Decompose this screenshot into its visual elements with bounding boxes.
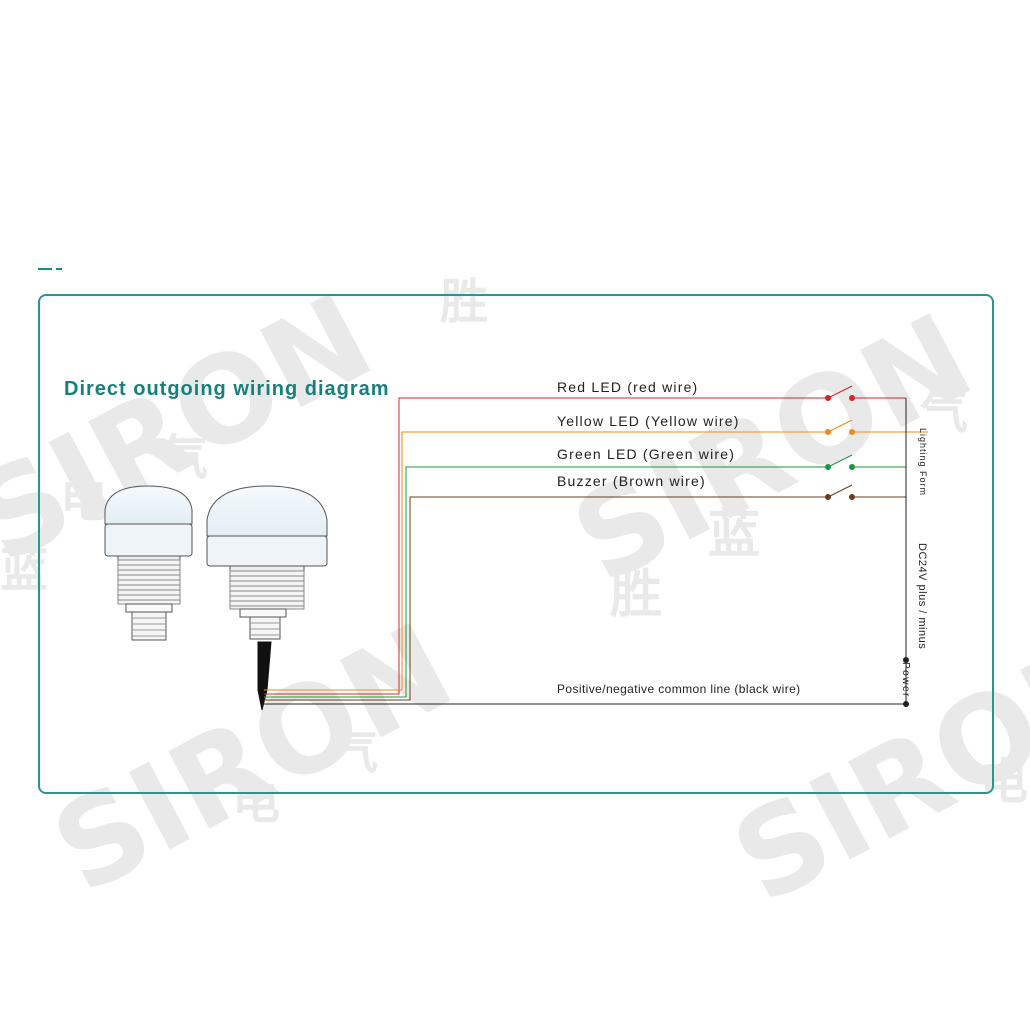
small-signal-light	[104, 485, 193, 641]
small-thread	[117, 559, 181, 605]
dc24v-label: DC24V plus / minus	[916, 543, 928, 650]
red-wire	[264, 397, 826, 695]
large-signal-light	[206, 485, 328, 640]
brown-wire	[264, 496, 826, 701]
common-line-label: Positive/negative common line (black wir…	[557, 682, 801, 696]
yellow-wire	[264, 431, 826, 691]
switch-brown	[825, 484, 855, 500]
switch-green	[825, 454, 855, 470]
switch-yellow	[825, 419, 855, 435]
wire-label-red: Red LED (red wire)	[557, 379, 699, 395]
wire-label-brown: Buzzer (Brown wire)	[557, 473, 706, 489]
wire-group	[262, 397, 928, 705]
wire-label-yellow: Yellow LED (Yellow wire)	[557, 413, 740, 429]
switch-red	[825, 385, 855, 401]
wire-label-green: Green LED (Green wire)	[557, 446, 736, 462]
header-dash	[38, 268, 64, 270]
power-terminal-top	[903, 657, 909, 663]
lighting-form-label: Lighting Form	[918, 428, 928, 497]
diagram-frame	[38, 294, 994, 794]
power-label: Power	[900, 662, 911, 698]
green-wire	[264, 466, 826, 698]
large-thread	[229, 570, 305, 610]
power-terminal-bottom	[903, 701, 909, 707]
page-title: Direct outgoing wiring diagram	[64, 378, 390, 400]
